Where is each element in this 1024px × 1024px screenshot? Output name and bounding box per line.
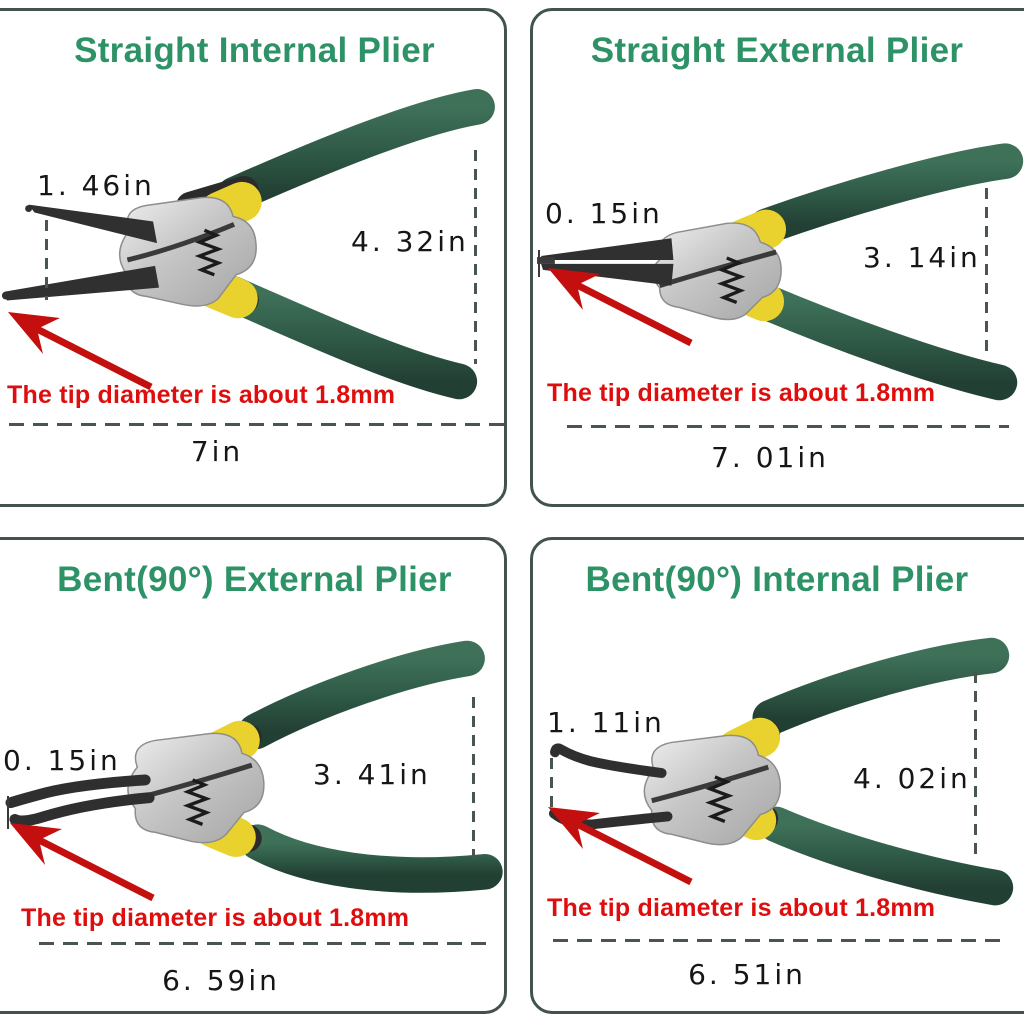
- tip-pointer-arrow: [545, 802, 695, 887]
- length-dimension-line: [567, 425, 1009, 428]
- length-dimension-line: [39, 942, 491, 945]
- height-dimension-line: [472, 697, 475, 859]
- length-dimension-line: [9, 423, 506, 426]
- tip-opening-dimension-line: [550, 758, 553, 814]
- panel-straight-internal-plier: Straight Internal Plier 1. 46in 4. 32in …: [0, 8, 507, 507]
- tip-opening-dimension-line: [538, 250, 540, 277]
- height-dimension-line: [974, 672, 977, 859]
- tip-pointer-arrow: [7, 818, 157, 903]
- panel-title: Straight External Plier: [590, 31, 964, 70]
- length-label: 6. 51in: [688, 958, 806, 991]
- length-dimension-line: [553, 939, 1005, 942]
- height-label: 3. 41in: [313, 758, 431, 791]
- height-dimension-line: [985, 188, 988, 354]
- tip-diameter-note: The tip diameter is about 1.8mm: [547, 379, 936, 407]
- panel-title: Bent(90°) Internal Plier: [585, 560, 969, 599]
- length-label: 7in: [190, 435, 244, 468]
- tip-pointer-arrow: [5, 307, 155, 392]
- panel-straight-external-plier: Straight External Plier 0. 15in 3. 14in …: [530, 8, 1024, 507]
- height-label: 4. 02in: [853, 762, 971, 795]
- tip-opening-label: 0. 15in: [3, 744, 121, 777]
- panel-title: Bent(90°) External Plier: [57, 560, 452, 599]
- panel-title: Straight Internal Plier: [74, 31, 435, 70]
- tip-opening-label: 0. 15in: [545, 197, 663, 230]
- tip-opening-dimension-line: [45, 220, 48, 300]
- length-label: 6. 59in: [162, 964, 280, 997]
- tip-diameter-note: The tip diameter is about 1.8mm: [547, 894, 936, 922]
- tip-opening-label: 1. 11in: [547, 706, 665, 739]
- height-label: 4. 32in: [351, 225, 469, 258]
- height-label: 3. 14in: [863, 241, 981, 274]
- length-label: 7. 01in: [711, 441, 829, 474]
- tip-opening-label: 1. 46in: [37, 169, 155, 202]
- tip-opening-dimension-line: [7, 796, 9, 829]
- height-dimension-line: [474, 150, 477, 364]
- tip-pointer-arrow: [545, 263, 695, 348]
- tip-diameter-note: The tip diameter is about 1.8mm: [7, 381, 396, 409]
- panel-bent-external-plier: Bent(90°) External Plier 0. 15in 3. 41in: [0, 537, 507, 1014]
- tip-diameter-note: The tip diameter is about 1.8mm: [21, 904, 410, 932]
- panel-bent-internal-plier: Bent(90°) Internal Plier 1. 11in 4. 02in: [530, 537, 1024, 1014]
